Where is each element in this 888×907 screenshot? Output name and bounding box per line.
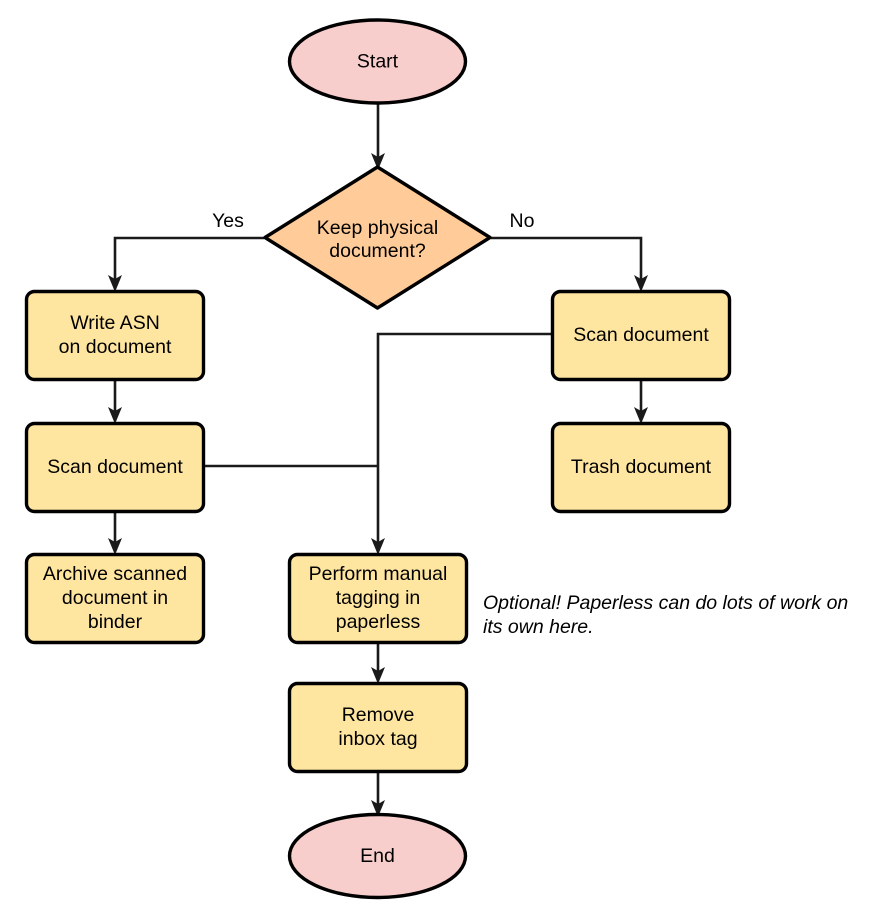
write-asn-box-shape [24, 289, 206, 382]
node-scan-document-left[interactable]: Scan document [24, 421, 206, 514]
node-scan-document-right[interactable]: Scan document [550, 289, 732, 382]
scan-document-left-box-shape [24, 421, 206, 514]
start-label: Start [357, 51, 399, 73]
annotation-line1: Optional! Paperless can do lots of work … [483, 592, 848, 614]
edge-scanright-to-tagging [371, 332, 552, 555]
decision-label-line2: document? [329, 240, 426, 262]
node-trash-document[interactable]: Trash document [550, 421, 732, 514]
end-label: End [360, 845, 395, 867]
write-asn-label-line2: on document [59, 336, 172, 358]
archive-label-line3: binder [88, 611, 143, 633]
edge-decision-yes [108, 236, 264, 292]
tagging-label-line3: paperless [336, 611, 421, 633]
edge-decision-no [491, 236, 648, 292]
scan-document-right-box-shape [550, 289, 732, 382]
trash-document-box-shape [550, 421, 732, 514]
edge-start-to-decision [371, 103, 385, 170]
edge-scanleft-to-archive [108, 512, 122, 555]
node-end[interactable]: End [287, 812, 468, 900]
scan-document-left-label: Scan document [47, 456, 183, 478]
start-ellipse-shape [287, 18, 468, 105]
decision-diamond-shape [263, 165, 492, 310]
node-start[interactable]: Start [287, 18, 468, 105]
remove-inbox-label-line1: Remove [342, 704, 415, 726]
node-write-asn-on-document[interactable]: Write ASN on document [24, 289, 206, 382]
remove-inbox-label-line2: inbox tag [338, 728, 417, 750]
write-asn-label-line1: Write ASN [70, 312, 160, 334]
annotation-optional-note: Optional! Paperless can do lots of work … [483, 592, 848, 638]
node-perform-manual-tagging[interactable]: Perform manual tagging in paperless [287, 552, 469, 645]
decision-label-line1: Keep physical [317, 217, 438, 239]
annotation-line2: its own here. [483, 616, 594, 638]
remove-inbox-box-shape [287, 681, 469, 774]
end-ellipse-shape [287, 812, 468, 900]
archive-label-line1: Archive scanned [43, 563, 187, 585]
tagging-box-shape [287, 552, 469, 645]
archive-box-shape [24, 552, 206, 645]
edge-removeinbox-to-end [371, 772, 385, 817]
node-remove-inbox-tag[interactable]: Remove inbox tag [287, 681, 469, 774]
edge-writeasn-to-scanleft [108, 380, 122, 424]
tagging-label-line1: Perform manual [309, 563, 448, 585]
edge-scanright-to-trash [634, 380, 648, 424]
node-archive-scanned-document[interactable]: Archive scanned document in binder [24, 552, 206, 645]
scan-document-right-label: Scan document [573, 324, 709, 346]
trash-document-label: Trash document [571, 456, 712, 478]
tagging-label-line2: tagging in [336, 587, 421, 609]
node-decision-keep-physical-document[interactable]: Keep physical document? [263, 165, 492, 310]
edge-tagging-to-removeinbox [371, 643, 385, 684]
archive-label-line2: document in [62, 587, 168, 609]
edge-label-yes: Yes [212, 210, 244, 232]
edge-label-no: No [510, 210, 535, 232]
